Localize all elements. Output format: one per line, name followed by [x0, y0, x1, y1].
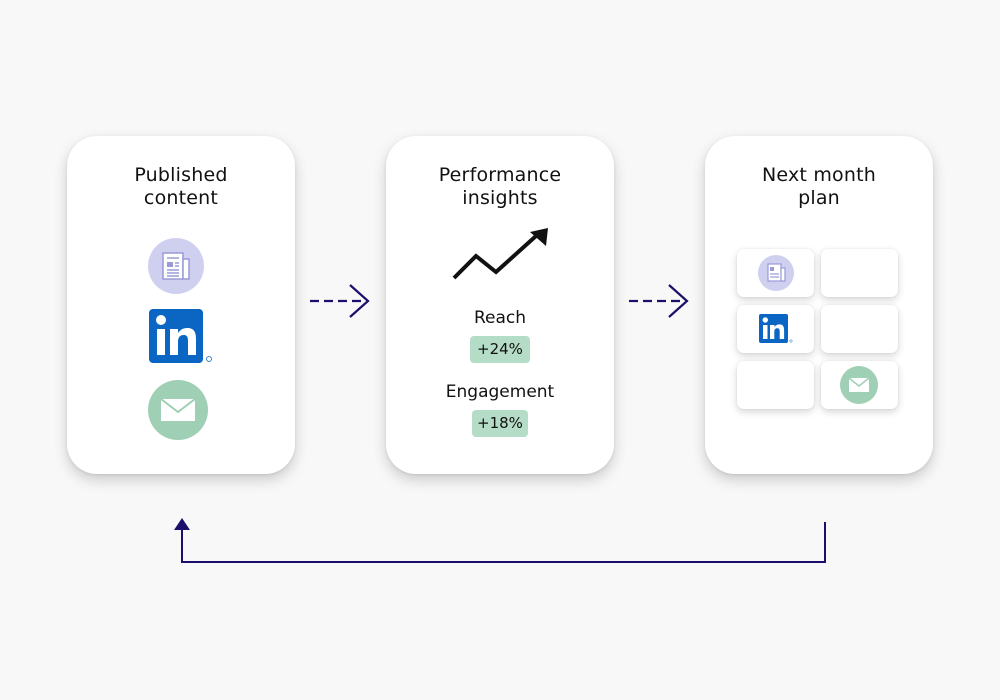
arrow-card2-to-card3: [629, 284, 689, 318]
linkedin-icon: [149, 309, 215, 365]
card-title-line2: plan: [798, 187, 840, 209]
arrow-card1-to-card2: [310, 284, 370, 318]
plan-tile: [821, 249, 898, 297]
card-title-line1: Next month: [762, 164, 876, 186]
linkedin-icon: [759, 314, 793, 344]
engagement-badge: +18%: [472, 410, 528, 437]
email-icon: [148, 380, 208, 440]
engagement-label: Engagement: [445, 382, 555, 402]
performance-insights-card: Performance insights Reach +24% Engageme…: [386, 136, 614, 474]
published-content-card: Published content: [67, 136, 295, 474]
card-title-line1: Performance: [438, 164, 562, 186]
document-icon: [758, 255, 794, 291]
plan-tile: [737, 249, 814, 297]
card-title-line1: Published: [134, 164, 228, 186]
email-icon: [840, 366, 878, 404]
reach-badge: +24%: [470, 336, 530, 363]
card-title: Performance insights: [386, 164, 614, 210]
next-month-plan-card: Next month plan: [705, 136, 933, 474]
feedback-loop-arrow: [174, 518, 826, 563]
card-title-line2: insights: [462, 187, 538, 209]
card-title-line2: content: [143, 187, 219, 209]
card-title: Published content: [67, 164, 295, 210]
reach-label: Reach: [473, 308, 527, 328]
document-icon: [148, 238, 204, 294]
plan-tile: [821, 361, 898, 409]
trend-up-icon: [450, 226, 550, 282]
plan-tile: [737, 305, 814, 353]
plan-tile: [821, 305, 898, 353]
plan-tile: [737, 361, 814, 409]
card-title: Next month plan: [705, 164, 933, 210]
